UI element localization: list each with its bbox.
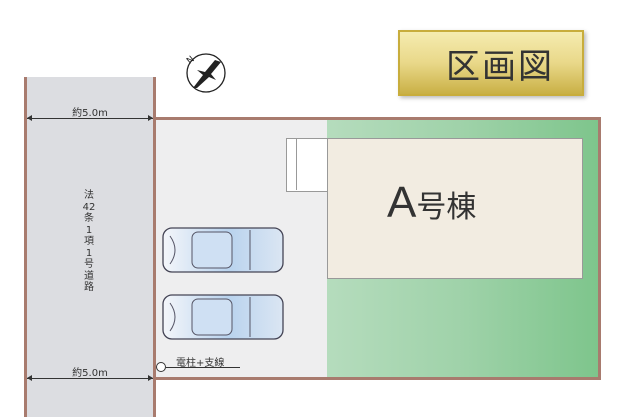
road-width-top-label: 約5.0m: [72, 108, 108, 119]
building-a: [327, 138, 583, 279]
north-arrow-icon: N: [185, 53, 226, 93]
utility-pole-label: 電柱+支線: [176, 358, 225, 369]
car-2: [162, 294, 284, 340]
dimension-arrow-bottom: [27, 375, 153, 381]
utility-pole-icon: [156, 362, 166, 372]
north-label: N: [185, 55, 197, 67]
building-letter: A: [387, 178, 417, 227]
car-1: [162, 227, 284, 273]
parking-area: [162, 227, 284, 340]
pole-leader-line: [166, 367, 240, 368]
porch-divider: [296, 138, 297, 190]
porch: [286, 138, 328, 192]
building-suffix: 号棟: [416, 190, 477, 225]
road-width-bottom-label: 約5.0m: [72, 368, 108, 379]
dimension-arrow-top: [27, 115, 153, 121]
road-label: 法42条1項1号道路: [82, 190, 96, 293]
page-title: 区画図: [398, 30, 584, 96]
